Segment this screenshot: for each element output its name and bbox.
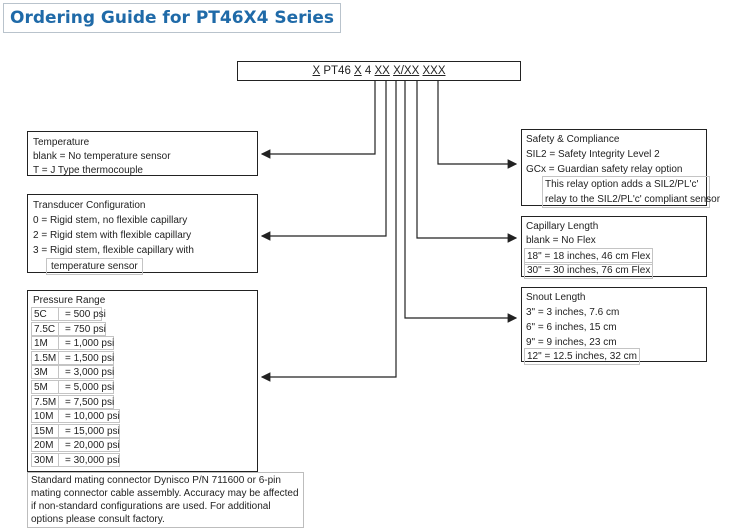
pressure-code: 10M bbox=[31, 409, 59, 424]
pressure-code: 7.5M bbox=[31, 394, 59, 409]
capillary-heading: Capillary Length bbox=[526, 221, 599, 232]
pressure-value: = 1,500 psi bbox=[58, 350, 114, 365]
temperature-box: Temperature blank = No temperature senso… bbox=[27, 131, 258, 176]
wire-transducer bbox=[260, 81, 387, 241]
pressure-code: 15M bbox=[31, 423, 59, 438]
pressure-code: 20M bbox=[31, 438, 59, 453]
pressure-value: = 1,000 psi bbox=[58, 336, 114, 351]
capillary-option: 18" = 18 inches, 46 cm Flex bbox=[524, 248, 654, 265]
capillary-box: Capillary Length blank = No Flex 18" = 1… bbox=[521, 216, 707, 279]
pressure-code: 3M bbox=[31, 365, 59, 380]
temperature-option: blank = No temperature sensor bbox=[33, 151, 171, 162]
wire-capillary bbox=[416, 81, 518, 243]
wire-safety bbox=[437, 81, 518, 169]
code-pressure: XX bbox=[374, 65, 390, 77]
model-code-box: X PT46 X 4 XX X/XX XXX bbox=[237, 61, 521, 81]
safety-option: GCx = Guardian safety relay option bbox=[526, 164, 683, 175]
snout-option: 12" = 12.5 inches, 32 cm bbox=[524, 348, 641, 365]
pressure-value: = 500 psi bbox=[58, 307, 106, 321]
safety-sub-note: This relay option adds a SIL2/PL'c' rela… bbox=[542, 176, 720, 208]
code-safety: XXX bbox=[422, 65, 446, 77]
snout-option: 3" = 3 inches, 7.6 cm bbox=[526, 307, 620, 318]
wire-snout bbox=[404, 81, 518, 323]
code-transducer: X bbox=[354, 65, 362, 77]
pressure-code: 30M bbox=[31, 453, 59, 467]
transducer-heading: Transducer Configuration bbox=[33, 200, 146, 211]
snout-box: Snout Length 3" = 3 inches, 7.6 cm 6" = … bbox=[521, 287, 707, 365]
code-digit: 4 bbox=[361, 65, 375, 77]
wire-pressure bbox=[260, 81, 397, 382]
transducer-option: 3 = Rigid stem, flexible capillary with bbox=[33, 245, 194, 256]
code-temperature: X bbox=[312, 65, 321, 77]
pressure-value: = 15,000 psi bbox=[58, 423, 120, 438]
pressure-code: 5M bbox=[31, 380, 59, 394]
capillary-option: blank = No Flex bbox=[526, 235, 596, 246]
snout-option: 6" = 6 inches, 15 cm bbox=[526, 322, 617, 333]
transducer-box: Transducer Configuration 0 = Rigid stem,… bbox=[27, 194, 258, 275]
code-lengths: X/XX bbox=[393, 65, 420, 77]
snout-option: 9" = 9 inches, 23 cm bbox=[526, 337, 617, 348]
pressure-code: 5C bbox=[31, 307, 59, 321]
page-title: Ordering Guide for PT46X4 Series bbox=[3, 3, 342, 33]
capillary-option: 30" = 30 inches, 76 cm Flex bbox=[524, 262, 654, 279]
safety-option: SIL2 = Safety Integrity Level 2 bbox=[526, 149, 660, 160]
pressure-value: = 7,500 psi bbox=[58, 394, 114, 409]
pressure-code: 1M bbox=[31, 336, 59, 351]
pressure-value: = 30,000 psi bbox=[58, 453, 120, 467]
wire-temperature bbox=[260, 81, 376, 159]
pressure-heading: Pressure Range bbox=[33, 295, 106, 306]
transducer-option-cont: temperature sensor bbox=[46, 258, 143, 275]
temperature-option: T = J Type thermocouple bbox=[33, 165, 143, 176]
pressure-value: = 750 psi bbox=[58, 321, 106, 336]
pressure-value: = 10,000 psi bbox=[58, 409, 120, 424]
pressure-value: = 3,000 psi bbox=[58, 365, 114, 380]
pressure-code: 1.5M bbox=[31, 350, 59, 365]
snout-heading: Snout Length bbox=[526, 292, 586, 303]
temperature-heading: Temperature bbox=[33, 137, 90, 148]
transducer-option: 0 = Rigid stem, no flexible capillary bbox=[33, 215, 188, 226]
safety-heading: Safety & Compliance bbox=[526, 134, 620, 145]
code-base: PT46 bbox=[320, 65, 355, 77]
pressure-code: 7.5C bbox=[31, 321, 59, 336]
safety-box: Safety & Compliance SIL2 = Safety Integr… bbox=[521, 129, 720, 208]
pressure-value: = 5,000 psi bbox=[58, 380, 114, 394]
transducer-option: 2 = Rigid stem with flexible capillary bbox=[33, 230, 192, 241]
pressure-value: = 20,000 psi bbox=[58, 438, 120, 453]
